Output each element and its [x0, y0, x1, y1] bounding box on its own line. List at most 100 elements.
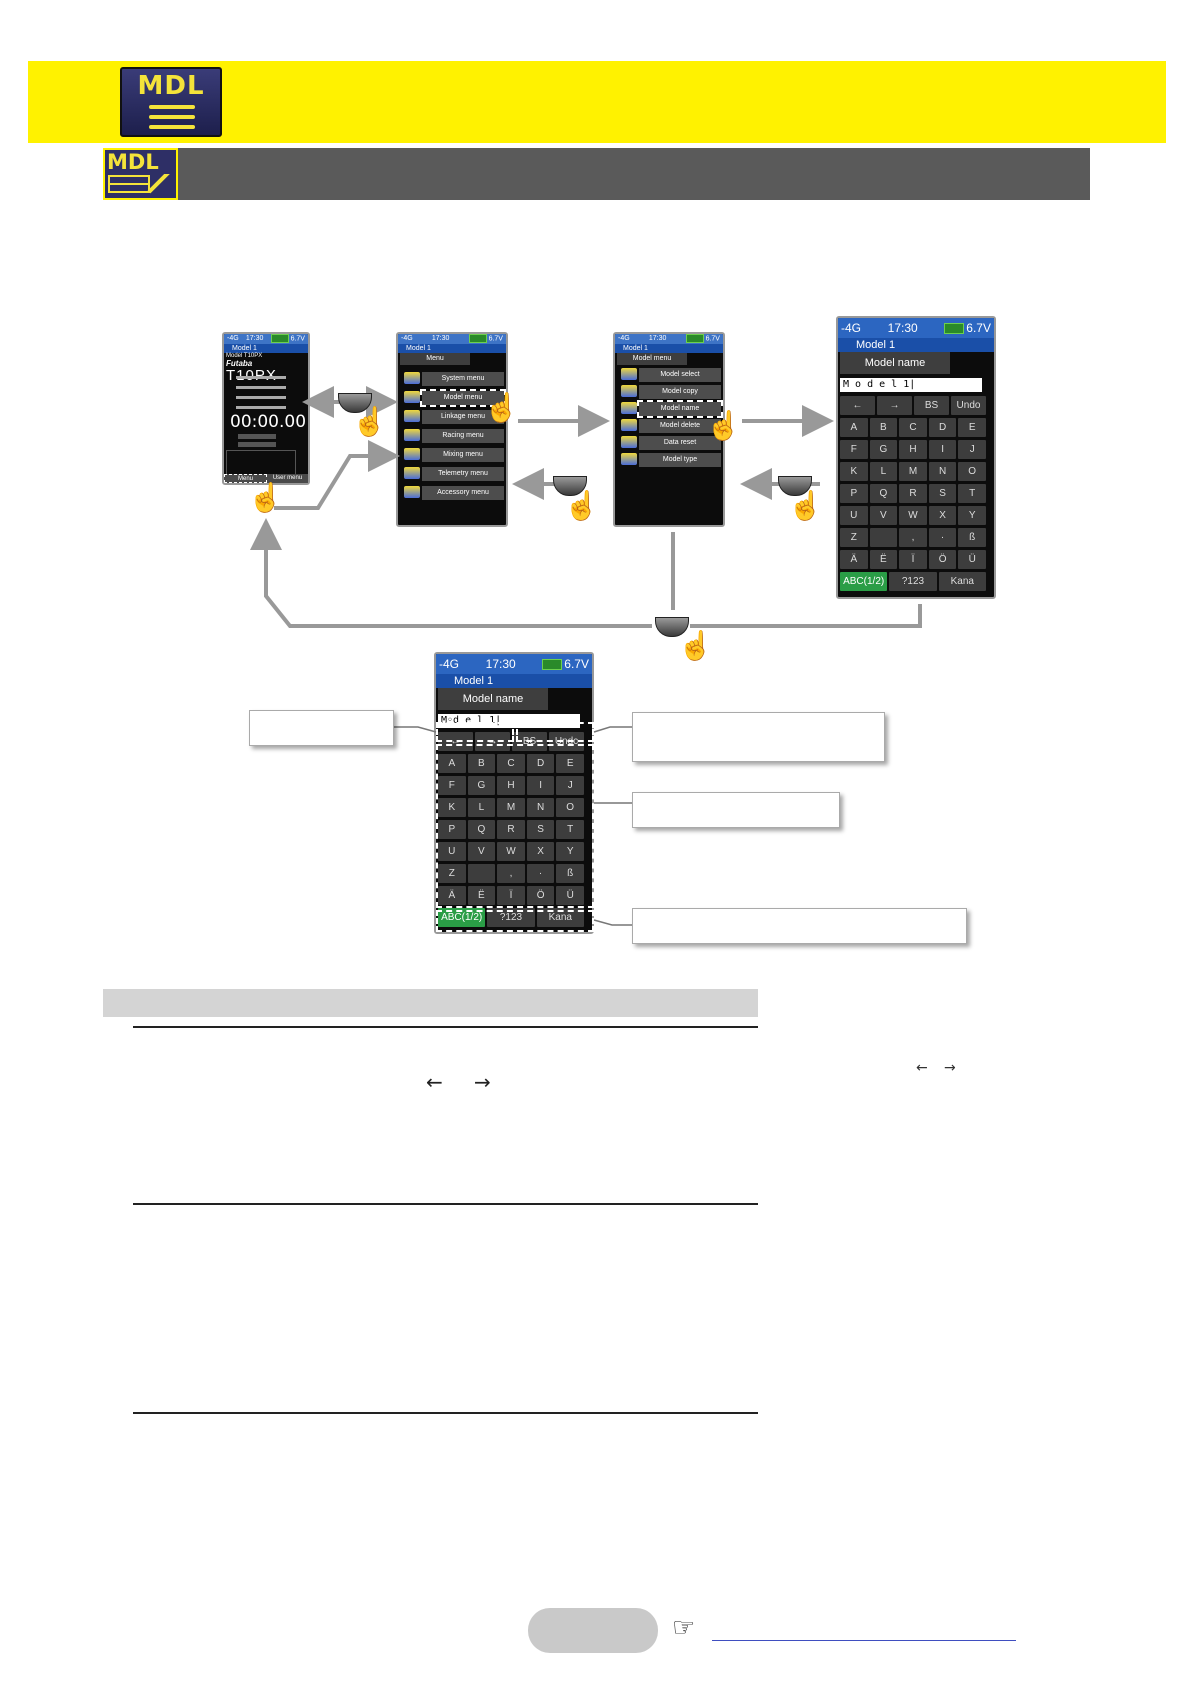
key-char[interactable]: M	[497, 798, 525, 817]
key-control-0[interactable]: ←	[840, 396, 875, 415]
key-char[interactable]: U	[840, 506, 868, 525]
key-char[interactable]: Z	[840, 528, 868, 547]
key-char[interactable]: H	[899, 440, 927, 459]
key-mode-1[interactable]: ?123	[889, 572, 937, 591]
key-char[interactable]: C	[497, 754, 525, 773]
key-char[interactable]: Z	[438, 864, 466, 883]
key-char[interactable]: W	[899, 506, 927, 525]
key-char[interactable]: L	[869, 462, 898, 481]
key-char[interactable]: I	[526, 776, 555, 795]
key-char[interactable]: P	[438, 820, 466, 839]
menu-item-3[interactable]: Racing menu	[422, 429, 504, 443]
key-char[interactable]: O	[958, 462, 986, 481]
key-char[interactable]: J	[556, 776, 584, 795]
key-control-3[interactable]: Undo	[951, 396, 986, 415]
user-menu-button[interactable]: User menu	[267, 474, 308, 483]
menu-item-2[interactable]: Linkage menu	[422, 410, 504, 424]
model-name-input[interactable]: M◦d e l 1|	[438, 714, 580, 728]
menu-item-4[interactable]: Mixing menu	[422, 448, 504, 462]
key-char[interactable]: Ö	[928, 550, 957, 569]
key-char[interactable]: T	[556, 820, 584, 839]
key-mode-0[interactable]: ABC(1/2)	[438, 908, 486, 927]
key-char[interactable]	[869, 528, 898, 547]
key-char[interactable]: F	[840, 440, 868, 459]
key-char[interactable]	[467, 864, 496, 883]
key-mode-2[interactable]: Kana	[938, 572, 986, 591]
key-control-2[interactable]: BS	[914, 396, 949, 415]
key-char[interactable]: R	[497, 820, 525, 839]
key-char[interactable]: G	[467, 776, 496, 795]
key-mode-0[interactable]: ABC(1/2)	[840, 572, 888, 591]
menu-item-0[interactable]: System menu	[422, 372, 504, 386]
key-char[interactable]: Y	[958, 506, 986, 525]
menu-item-6[interactable]: Accessory menu	[422, 486, 504, 500]
key-char[interactable]: P	[840, 484, 868, 503]
key-char[interactable]: Ë	[467, 886, 496, 905]
menu-item-5[interactable]: Telemetry menu	[422, 467, 504, 481]
key-char[interactable]: O	[556, 798, 584, 817]
model-menu-item-1[interactable]: Model copy	[639, 385, 721, 399]
key-char[interactable]: S	[526, 820, 555, 839]
key-char[interactable]: N	[526, 798, 555, 817]
key-char[interactable]: Q	[869, 484, 898, 503]
key-char[interactable]: ·	[928, 528, 957, 547]
key-char[interactable]: B	[467, 754, 496, 773]
key-char[interactable]: E	[958, 418, 986, 437]
key-control-1[interactable]: →	[877, 396, 912, 415]
key-char[interactable]: ,	[899, 528, 927, 547]
key-char[interactable]: N	[928, 462, 957, 481]
model-menu-item-0[interactable]: Model select	[639, 368, 721, 382]
reference-link-underline[interactable]	[712, 1640, 1016, 1641]
key-char[interactable]: Ü	[958, 550, 986, 569]
key-char[interactable]: F	[438, 776, 466, 795]
key-char[interactable]: Q	[467, 820, 496, 839]
key-mode-1[interactable]: ?123	[487, 908, 535, 927]
key-char[interactable]: X	[928, 506, 957, 525]
key-char[interactable]: ß	[958, 528, 986, 547]
key-char[interactable]: ß	[556, 864, 584, 883]
key-char[interactable]: Ï	[497, 886, 525, 905]
model-menu-item-3[interactable]: Model delete	[639, 419, 721, 433]
key-char[interactable]: H	[497, 776, 525, 795]
key-char[interactable]: Ü	[556, 886, 584, 905]
key-char[interactable]: V	[467, 842, 496, 861]
key-char[interactable]: C	[899, 418, 927, 437]
key-char[interactable]: K	[438, 798, 466, 817]
key-char[interactable]: Ï	[899, 550, 927, 569]
menu-button[interactable]: Menu	[224, 474, 267, 483]
key-char[interactable]: Y	[556, 842, 584, 861]
key-char[interactable]: T	[958, 484, 986, 503]
model-menu-item-4[interactable]: Data reset	[639, 436, 721, 450]
logo-text: MDL	[137, 71, 205, 101]
menu-item-1[interactable]: Model menu	[420, 389, 506, 407]
key-char[interactable]: D	[526, 754, 555, 773]
key-char[interactable]: M	[899, 462, 927, 481]
key-char[interactable]: V	[869, 506, 898, 525]
key-char[interactable]: U	[438, 842, 466, 861]
key-char[interactable]: ·	[526, 864, 555, 883]
key-char[interactable]: Ë	[869, 550, 898, 569]
model-menu-item-2[interactable]: Model name	[637, 400, 723, 418]
key-char[interactable]: A	[840, 418, 868, 437]
key-char[interactable]: B	[869, 418, 898, 437]
key-char[interactable]: D	[928, 418, 957, 437]
key-char[interactable]: I	[928, 440, 957, 459]
key-char[interactable]: R	[899, 484, 927, 503]
key-char[interactable]: W	[497, 842, 525, 861]
key-char[interactable]: E	[556, 754, 584, 773]
key-char[interactable]: X	[526, 842, 555, 861]
key-char[interactable]: A	[438, 754, 466, 773]
hand-pointer-icon: ☝	[352, 406, 387, 437]
key-mode-2[interactable]: Kana	[536, 908, 584, 927]
key-char[interactable]: K	[840, 462, 868, 481]
key-char[interactable]: Ö	[526, 886, 555, 905]
key-char[interactable]: ,	[497, 864, 525, 883]
key-char[interactable]: Ä	[438, 886, 466, 905]
key-char[interactable]: L	[467, 798, 496, 817]
model-menu-item-5[interactable]: Model type	[639, 453, 721, 467]
key-char[interactable]: S	[928, 484, 957, 503]
key-char[interactable]: Ä	[840, 550, 868, 569]
model-name-input[interactable]: M o d e l 1|	[840, 378, 982, 392]
key-char[interactable]: J	[958, 440, 986, 459]
key-char[interactable]: G	[869, 440, 898, 459]
